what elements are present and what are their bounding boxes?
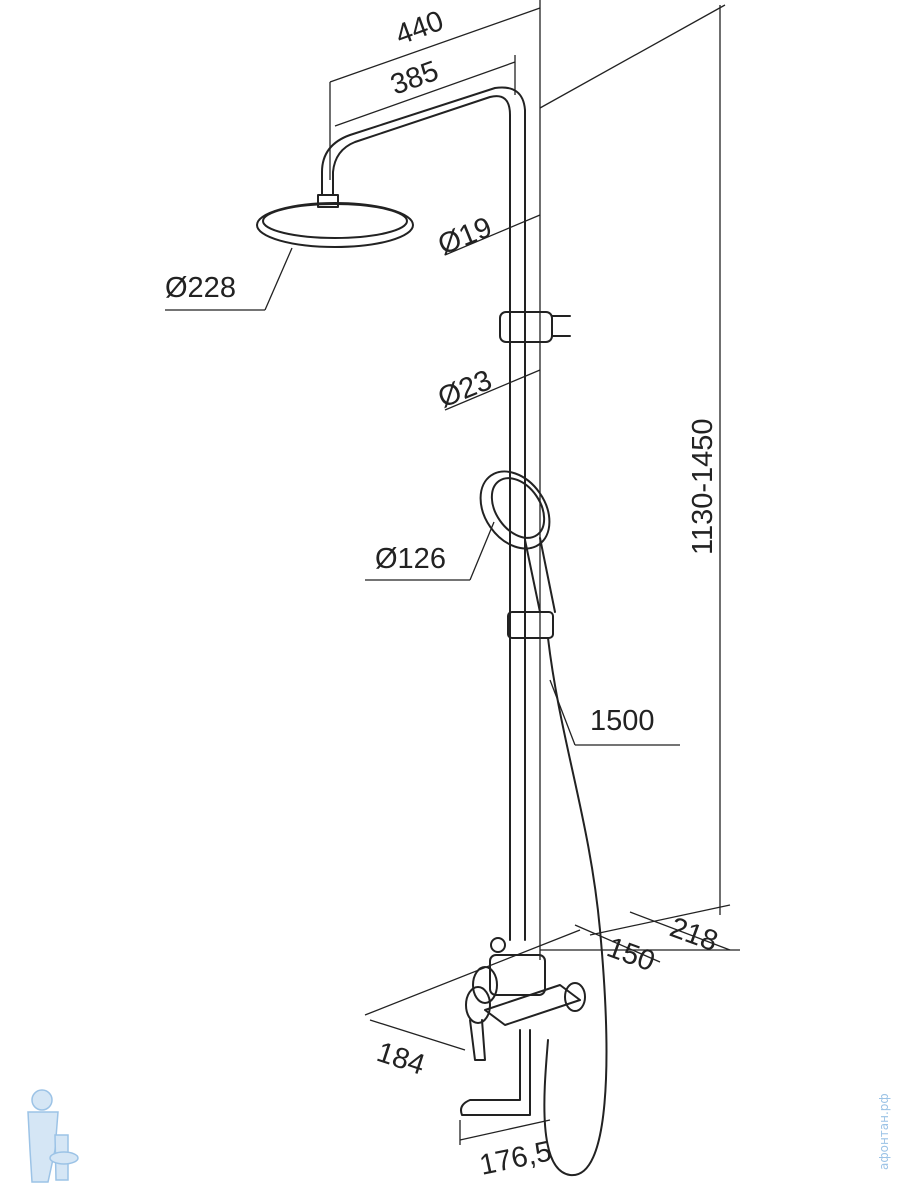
dim-440: 440 — [391, 5, 447, 52]
dim-1500: 1500 — [590, 705, 655, 737]
dim-height: 1130-1450 — [687, 418, 719, 555]
watermark-plumber-logo — [27, 1089, 79, 1183]
mixer — [460, 937, 586, 1116]
dim-150: 150 — [603, 932, 659, 979]
dim-228: Ø228 — [165, 272, 236, 304]
dimension-lines — [165, 0, 740, 1145]
dim-126: Ø126 — [375, 543, 446, 575]
hand-shower — [479, 470, 608, 1177]
watermark-text: афонтан.рф — [877, 1093, 891, 1170]
dim-19: Ø19 — [434, 211, 497, 261]
dim-184: 184 — [373, 1036, 429, 1081]
dim-218: 218 — [666, 912, 722, 959]
shower-rail — [256, 86, 571, 941]
dim-385: 385 — [386, 55, 442, 102]
dim-176-5: 176,5 — [477, 1135, 555, 1181]
dim-23: Ø23 — [434, 364, 497, 414]
